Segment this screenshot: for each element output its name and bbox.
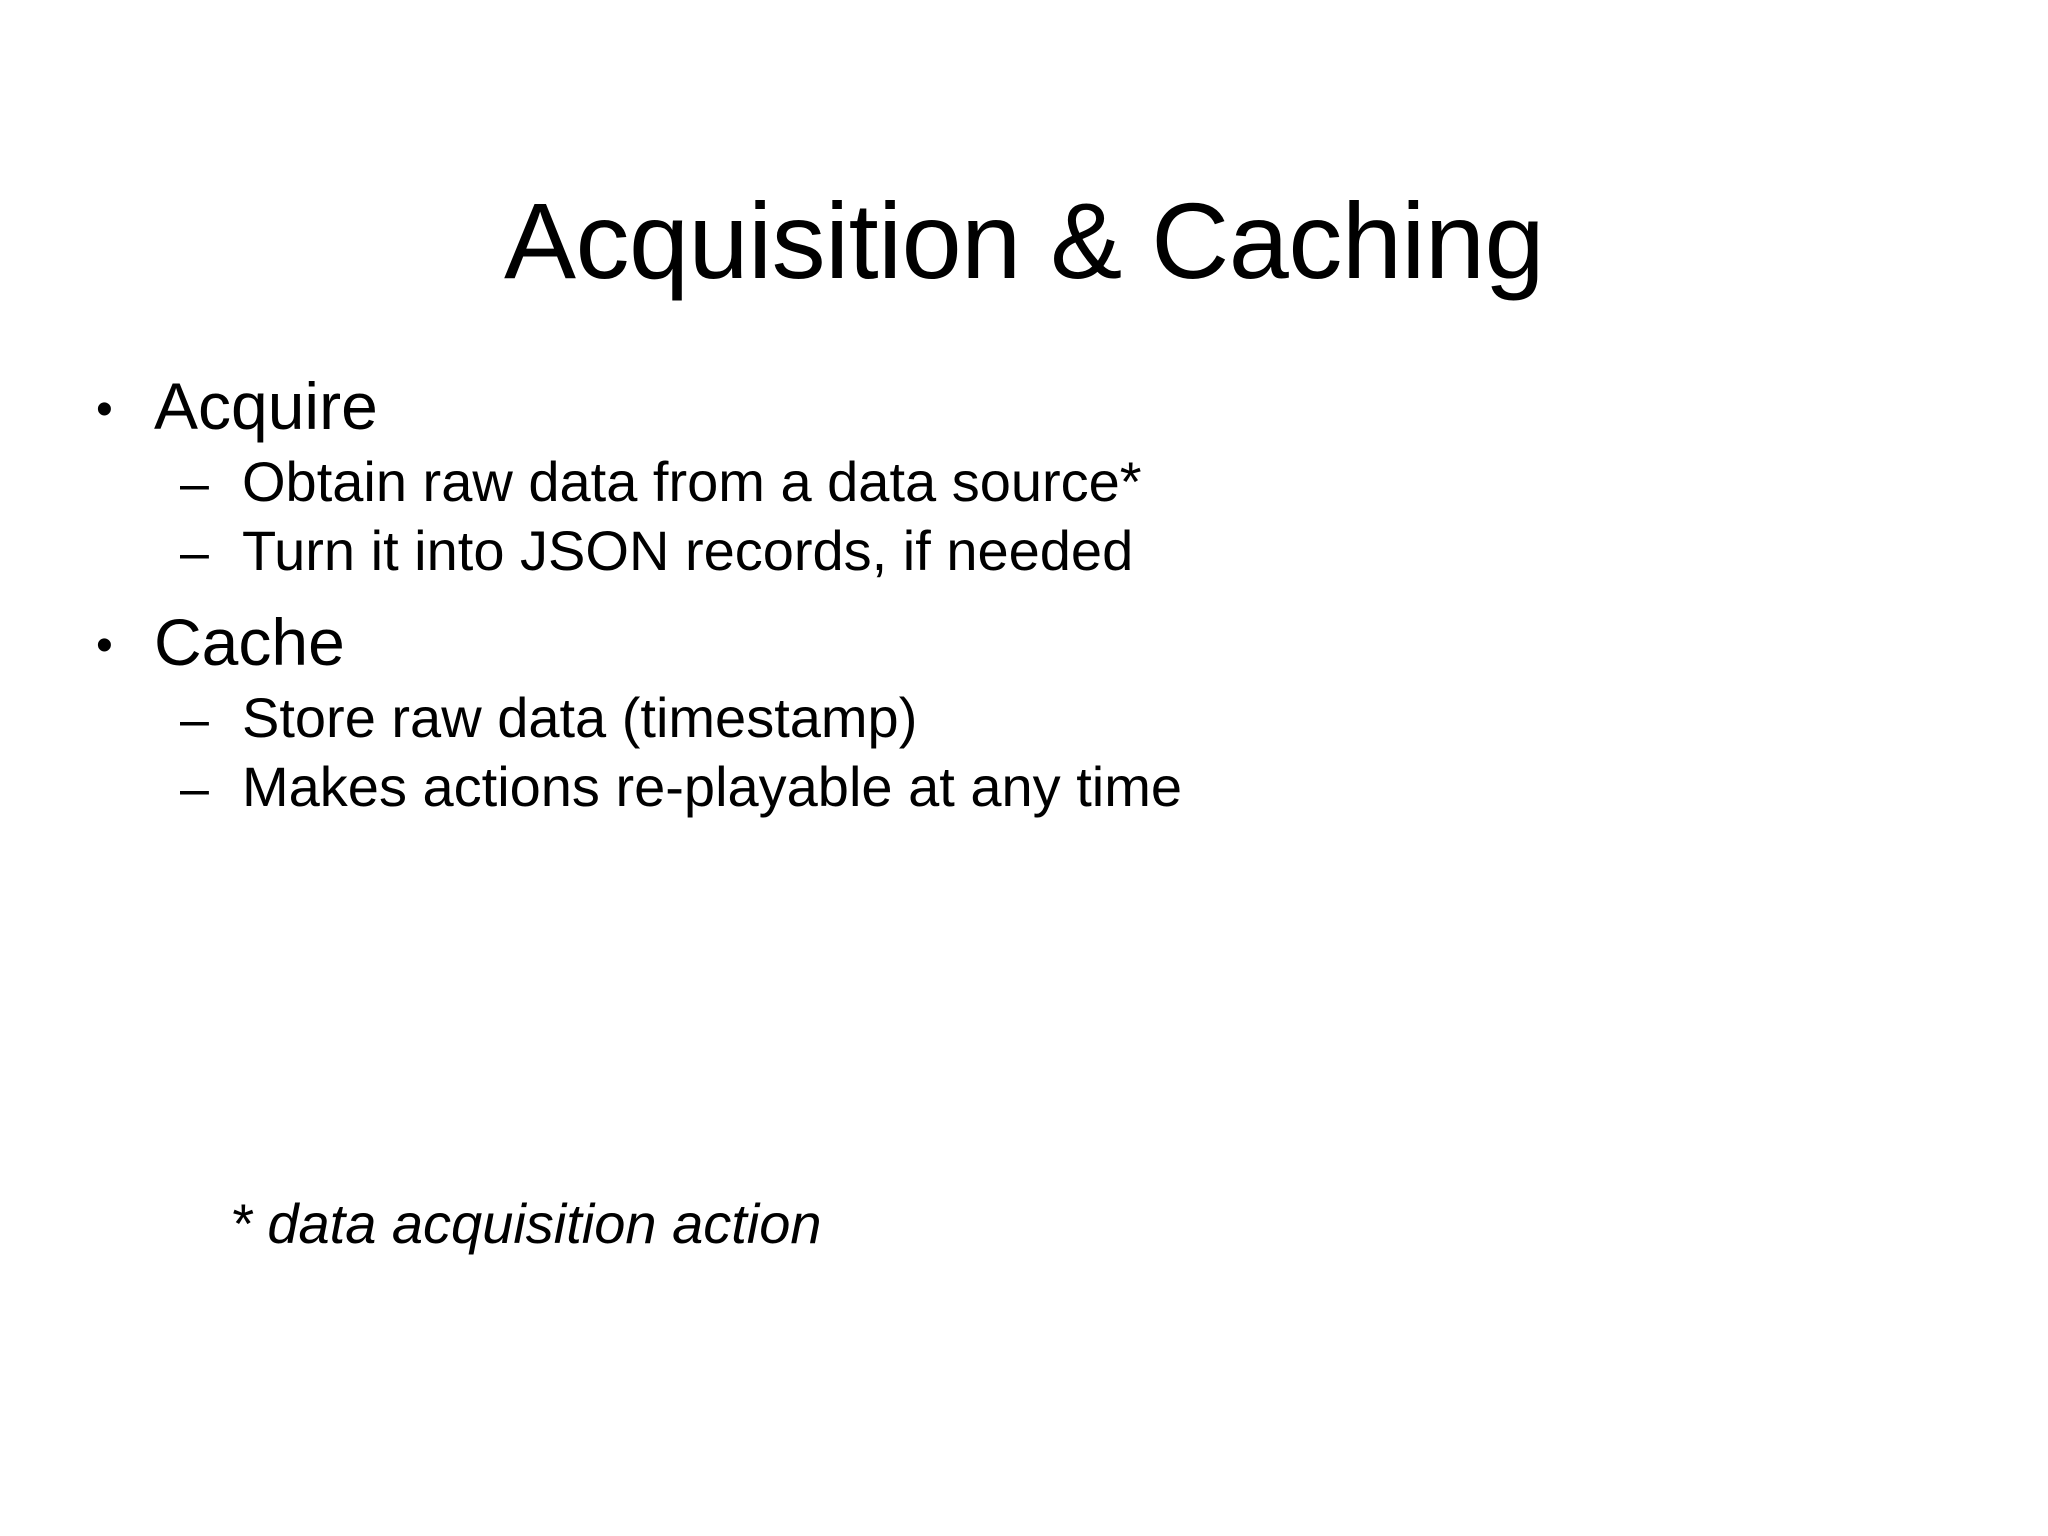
sub-bullet-makes-actions-replayable[interactable]: – Makes actions re-playable at any time xyxy=(96,755,1926,820)
sub-bullet-turn-into-json[interactable]: – Turn it into JSON records, if needed xyxy=(96,519,1926,584)
sub-bullet-obtain-raw-data-label: Obtain raw data from a data source* xyxy=(242,449,1142,513)
bullet-item-acquire[interactable]: • Acquire xyxy=(96,369,1926,444)
sub-bullet-store-raw-data[interactable]: – Store raw data (timestamp) xyxy=(96,686,1926,751)
bullet-item-cache-label: Cache xyxy=(154,604,345,679)
bullet-dash-icon: – xyxy=(180,759,209,818)
sub-bullet-makes-actions-replayable-label: Makes actions re-playable at any time xyxy=(242,754,1182,818)
sub-bullet-turn-into-json-label: Turn it into JSON records, if needed xyxy=(242,518,1134,582)
slide-body: • Acquire – Obtain raw data from a data … xyxy=(96,369,1926,830)
bullet-group-cache: • Cache – Store raw data (timestamp) – M… xyxy=(96,604,1926,820)
bullet-item-cache[interactable]: • Cache xyxy=(96,604,1926,680)
sub-bullet-store-raw-data-label: Store raw data (timestamp) xyxy=(242,685,918,749)
bullet-dash-icon: – xyxy=(180,690,209,749)
bullet-item-acquire-label: Acquire xyxy=(154,369,378,443)
bullet-dash-icon: – xyxy=(180,523,209,582)
page-title: Acquisition & Caching xyxy=(503,180,1545,302)
footnote-text: * data acquisition action xyxy=(230,1192,822,1255)
sub-bullet-obtain-raw-data[interactable]: – Obtain raw data from a data source* xyxy=(96,450,1926,515)
bullet-dash-icon: – xyxy=(180,454,209,513)
bullet-group-acquire: • Acquire – Obtain raw data from a data … xyxy=(96,369,1926,584)
bullet-dot-icon: • xyxy=(96,618,113,672)
bullet-dot-icon: • xyxy=(96,383,113,436)
